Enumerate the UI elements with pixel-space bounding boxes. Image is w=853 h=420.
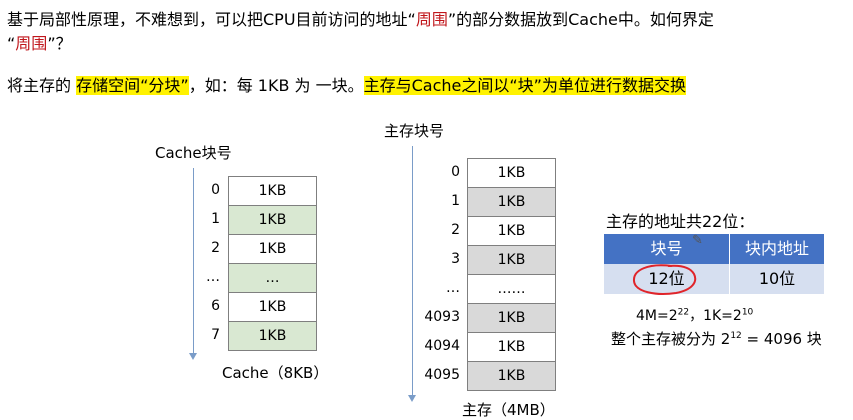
memory-block-index: 3 [451, 251, 460, 267]
pencil-icon: ✎ [692, 233, 703, 248]
memory-axis [412, 146, 413, 396]
cache-block-cell: 1KB [228, 234, 317, 264]
cache-block-cell: … [228, 263, 317, 293]
cache-axis [193, 168, 194, 354]
memory-block-cell: 1KB [467, 361, 556, 391]
block-line-middle: ，如：每 1KB 为 一块。 [188, 76, 364, 95]
cache-block-index: 2 [211, 240, 220, 256]
equation-exponent: 10 [741, 307, 754, 318]
cache-title: Cache块号 [155, 144, 232, 162]
memory-block-index: 1 [451, 193, 460, 209]
equation-text: 4M=2 [636, 308, 678, 324]
memory-title: 主存块号 [384, 122, 445, 140]
cache-block-index: 6 [211, 298, 220, 314]
cache-block-index: … [206, 269, 220, 285]
total-text: 整个主存被分为 2 [611, 330, 731, 348]
memory-block-index: 4095 [424, 367, 460, 383]
cache-block-cell: 1KB [228, 321, 317, 351]
cache-block-cell: 1KB [228, 176, 317, 206]
table-header-offset: 块内地址 [730, 234, 824, 264]
intro-text: “ [7, 34, 16, 53]
memory-block-cell: 1KB [467, 332, 556, 362]
memory-block-cell: …… [467, 274, 556, 304]
cache-axis-arrow-icon [189, 353, 197, 360]
memory-block-cell: 1KB [467, 245, 556, 275]
memory-block-index: … [446, 280, 460, 296]
cache-block-index: 7 [211, 327, 220, 343]
size-equation: 4M=222，1K=210 [636, 305, 753, 325]
equation-exponent: 22 [677, 307, 690, 318]
memory-block-cell: 1KB [467, 216, 556, 246]
memory-block-index: 2 [451, 222, 460, 238]
highlight-partition: 存储空间“分块” [76, 76, 189, 95]
red-circle-annotation [633, 264, 697, 295]
memory-block-cell: 1KB [467, 187, 556, 217]
total-text: = 4096 块 [741, 330, 822, 348]
equation-text: ，1K=2 [689, 308, 742, 324]
highlight-exchange: 主存与Cache之间以“块”为单位进行数据交换 [363, 76, 686, 95]
table-header-block-number: 块号 [604, 234, 730, 264]
table-cell-block-bits: 12位 [604, 264, 730, 294]
intro-red-word: 周围 [415, 10, 448, 29]
memory-block-index: 4093 [424, 309, 460, 325]
cache-block-cell: 1KB [228, 292, 317, 322]
intro-text: ”的部分数据放到Cache中。如何界定 [447, 10, 714, 29]
memory-caption: 主存（4MB） [462, 401, 555, 419]
cache-block-index: 1 [211, 211, 220, 227]
block-line-prefix: 将主存的 [7, 76, 77, 95]
cache-caption: Cache（8KB） [222, 364, 329, 382]
intro-line-2: “周围”？ [7, 30, 72, 54]
address-title: 主存的地址共22位： [606, 212, 755, 231]
cache-block-cell: 1KB [228, 205, 317, 235]
total-exponent: 12 [730, 331, 742, 341]
total-blocks-line: 整个主存被分为 212 = 4096 块 [611, 328, 822, 349]
memory-block-cell: 1KB [467, 303, 556, 333]
memory-axis-arrow-icon [408, 395, 416, 402]
table-cell-offset-bits: 10位 [730, 264, 824, 294]
intro-red-word: 周围 [15, 34, 48, 53]
memory-block-index: 4094 [424, 338, 460, 354]
block-definition-line: 将主存的 存储空间“分块”，如：每 1KB 为 一块。主存与Cache之间以“块… [7, 72, 686, 96]
intro-text: 基于局部性原理，不难想到，可以把CPU目前访问的地址“ [7, 10, 416, 29]
intro-text: ”？ [47, 34, 72, 53]
intro-line-1: 基于局部性原理，不难想到，可以把CPU目前访问的地址“周围”的部分数据放到Cac… [7, 6, 714, 30]
memory-block-cell: 1KB [467, 158, 556, 188]
cache-block-index: 0 [211, 182, 220, 198]
memory-block-index: 0 [451, 164, 460, 180]
